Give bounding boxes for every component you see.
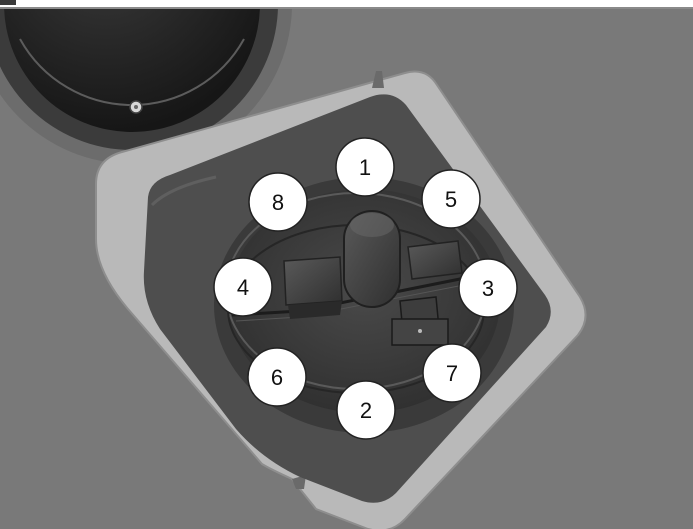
callout-7-label: 7 <box>446 361 458 386</box>
callout-4: 4 <box>214 258 272 316</box>
callout-6: 6 <box>248 348 306 406</box>
callout-7: 7 <box>423 344 481 402</box>
outlet-block <box>408 241 462 279</box>
callout-1: 1 <box>336 138 394 196</box>
callout-4-label: 4 <box>237 275 249 300</box>
callout-2: 2 <box>337 381 395 439</box>
sensor-cap-icon <box>344 211 400 307</box>
callout-1-label: 1 <box>359 155 371 180</box>
callout-6-label: 6 <box>271 365 283 390</box>
assembly-illustration: 1 2 3 4 5 6 7 8 <box>0 9 693 529</box>
connector-icon <box>284 257 342 319</box>
callout-8-label: 8 <box>272 190 284 215</box>
callout-5: 5 <box>422 170 480 228</box>
fastener-icon <box>130 101 142 113</box>
callout-3-label: 3 <box>482 276 494 301</box>
callout-8: 8 <box>249 173 307 231</box>
callout-3: 3 <box>459 259 517 317</box>
top-corner-mark <box>0 0 16 5</box>
callout-5-label: 5 <box>445 187 457 212</box>
callout-2-label: 2 <box>360 398 372 423</box>
top-border <box>0 0 693 9</box>
